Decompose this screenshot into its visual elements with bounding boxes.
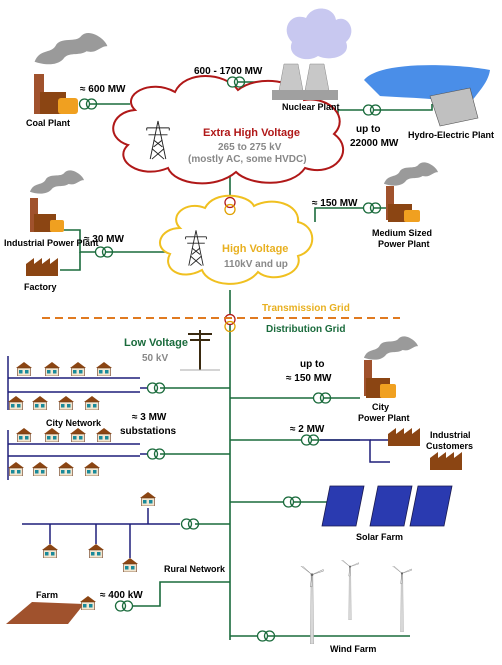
connection-lines bbox=[60, 81, 433, 640]
house-icon bbox=[122, 558, 138, 572]
rural-network-label: Rural Network bbox=[164, 564, 226, 574]
hv-range: 110kV and up bbox=[224, 259, 288, 270]
industrial-plant-label: Industrial Power Plant bbox=[4, 238, 99, 248]
industrial-customers-label-2: Customers bbox=[426, 441, 473, 451]
industrial-power-plant: Industrial Power Plant bbox=[4, 170, 99, 248]
rural-network bbox=[22, 508, 180, 558]
house-icon bbox=[84, 396, 100, 410]
city-network bbox=[7, 356, 140, 480]
nuclear-plant-label: Nuclear Plant bbox=[282, 102, 340, 112]
chimney-icon bbox=[386, 186, 394, 220]
wind-farm: Wind Farm bbox=[300, 560, 412, 654]
coal-plant: Coal Plant bbox=[26, 32, 108, 128]
ehv-title: Extra High Voltage bbox=[203, 127, 300, 139]
nuclear-power-label: 600 - 1700 MW bbox=[194, 66, 263, 77]
factory-label: Factory bbox=[24, 282, 57, 292]
smoke-icon bbox=[383, 162, 439, 186]
house-icon bbox=[84, 462, 100, 476]
hydro-power-line1: up to bbox=[356, 124, 380, 135]
house-icon bbox=[8, 462, 24, 476]
industrial-customer-power: ≈ 2 MW bbox=[290, 424, 325, 435]
solar-farm-label: Solar Farm bbox=[356, 532, 403, 542]
coal-plant-label: Coal Plant bbox=[26, 118, 70, 128]
industrial-customers-label-1: Industrial bbox=[430, 430, 471, 440]
ehv-range: 265 to 275 kV bbox=[218, 142, 282, 153]
coal-power-label: ≈ 600 MW bbox=[80, 84, 126, 95]
house-icon bbox=[58, 396, 74, 410]
house-icon bbox=[96, 428, 112, 442]
substations-label: substations bbox=[120, 426, 177, 437]
smoke-icon bbox=[363, 336, 419, 360]
utility-pole-icon bbox=[180, 330, 220, 371]
house-icon bbox=[32, 462, 48, 476]
wind-farm-label: Wind Farm bbox=[330, 644, 376, 654]
city-plant-power-line2: ≈ 150 MW bbox=[286, 373, 332, 384]
substations-power-label: ≈ 3 MW bbox=[132, 412, 167, 423]
medium-plant-label-1: Medium Sized bbox=[372, 228, 432, 238]
industrial-customer-line bbox=[320, 439, 390, 463]
solar-farm: Solar Farm bbox=[321, 485, 453, 542]
hydro-electric-plant: Hydro-Electric Plant bbox=[364, 65, 494, 140]
chimney-icon bbox=[34, 74, 44, 114]
house-icon bbox=[16, 428, 32, 442]
transmission-grid-label: Transmission Grid bbox=[262, 303, 350, 314]
wind-turbine-icon bbox=[392, 566, 412, 632]
city-plant-label-1: City bbox=[372, 402, 389, 412]
smoke-icon bbox=[34, 32, 108, 65]
extra-high-voltage-cloud: Extra High Voltage 265 to 275 kV (mostly… bbox=[112, 75, 345, 185]
city-plant-label-2: Power Plant bbox=[358, 413, 410, 423]
hydro-power-line2: 22000 MW bbox=[350, 138, 399, 149]
house-icon bbox=[8, 396, 24, 410]
industrial-power-label: ≈ 30 MW bbox=[84, 234, 124, 245]
smoke-icon bbox=[29, 170, 85, 194]
nuclear-plant: Nuclear Plant bbox=[272, 8, 352, 112]
city-network-label: City Network bbox=[46, 418, 102, 428]
farm: Farm bbox=[6, 590, 96, 624]
house-icon bbox=[44, 428, 60, 442]
hydro-plant-label: Hydro-Electric Plant bbox=[408, 130, 494, 140]
farm-label: Farm bbox=[36, 590, 58, 600]
city-power-plant: City Power Plant bbox=[358, 336, 419, 423]
house-icon bbox=[44, 362, 60, 376]
house-icon bbox=[32, 396, 48, 410]
wind-turbine-icon bbox=[300, 566, 324, 644]
low-voltage-range: 50 kV bbox=[142, 353, 168, 364]
medium-plant-label-2: Power Plant bbox=[378, 239, 430, 249]
house-icon bbox=[70, 362, 86, 376]
house-icon bbox=[42, 544, 58, 558]
house-icon bbox=[140, 492, 156, 506]
house-icon bbox=[80, 596, 96, 610]
hv-title: High Voltage bbox=[222, 243, 288, 255]
ehv-note: (mostly AC, some HVDC) bbox=[188, 154, 307, 165]
high-voltage-cloud: High Voltage 110kV and up bbox=[158, 194, 314, 285]
low-voltage-title: Low Voltage bbox=[124, 337, 188, 349]
medium-sized-power-plant: Medium Sized Power Plant bbox=[372, 162, 439, 249]
medium-power-label: ≈ 150 MW bbox=[312, 198, 358, 209]
house-icon bbox=[70, 428, 86, 442]
rural-houses bbox=[42, 492, 156, 572]
farm-power-label: ≈ 400 kW bbox=[100, 590, 143, 601]
house-icon bbox=[88, 544, 104, 558]
house-icon bbox=[58, 462, 74, 476]
wind-turbine-icon bbox=[340, 560, 360, 620]
industrial-customers: Industrial Customers bbox=[388, 428, 473, 470]
city-plant-power-line1: up to bbox=[300, 359, 324, 370]
house-icon bbox=[96, 362, 112, 376]
farm-transformer-icon bbox=[114, 600, 134, 612]
distribution-grid-label: Distribution Grid bbox=[266, 324, 345, 335]
house-icon bbox=[16, 362, 32, 376]
factory: Factory bbox=[24, 258, 58, 292]
